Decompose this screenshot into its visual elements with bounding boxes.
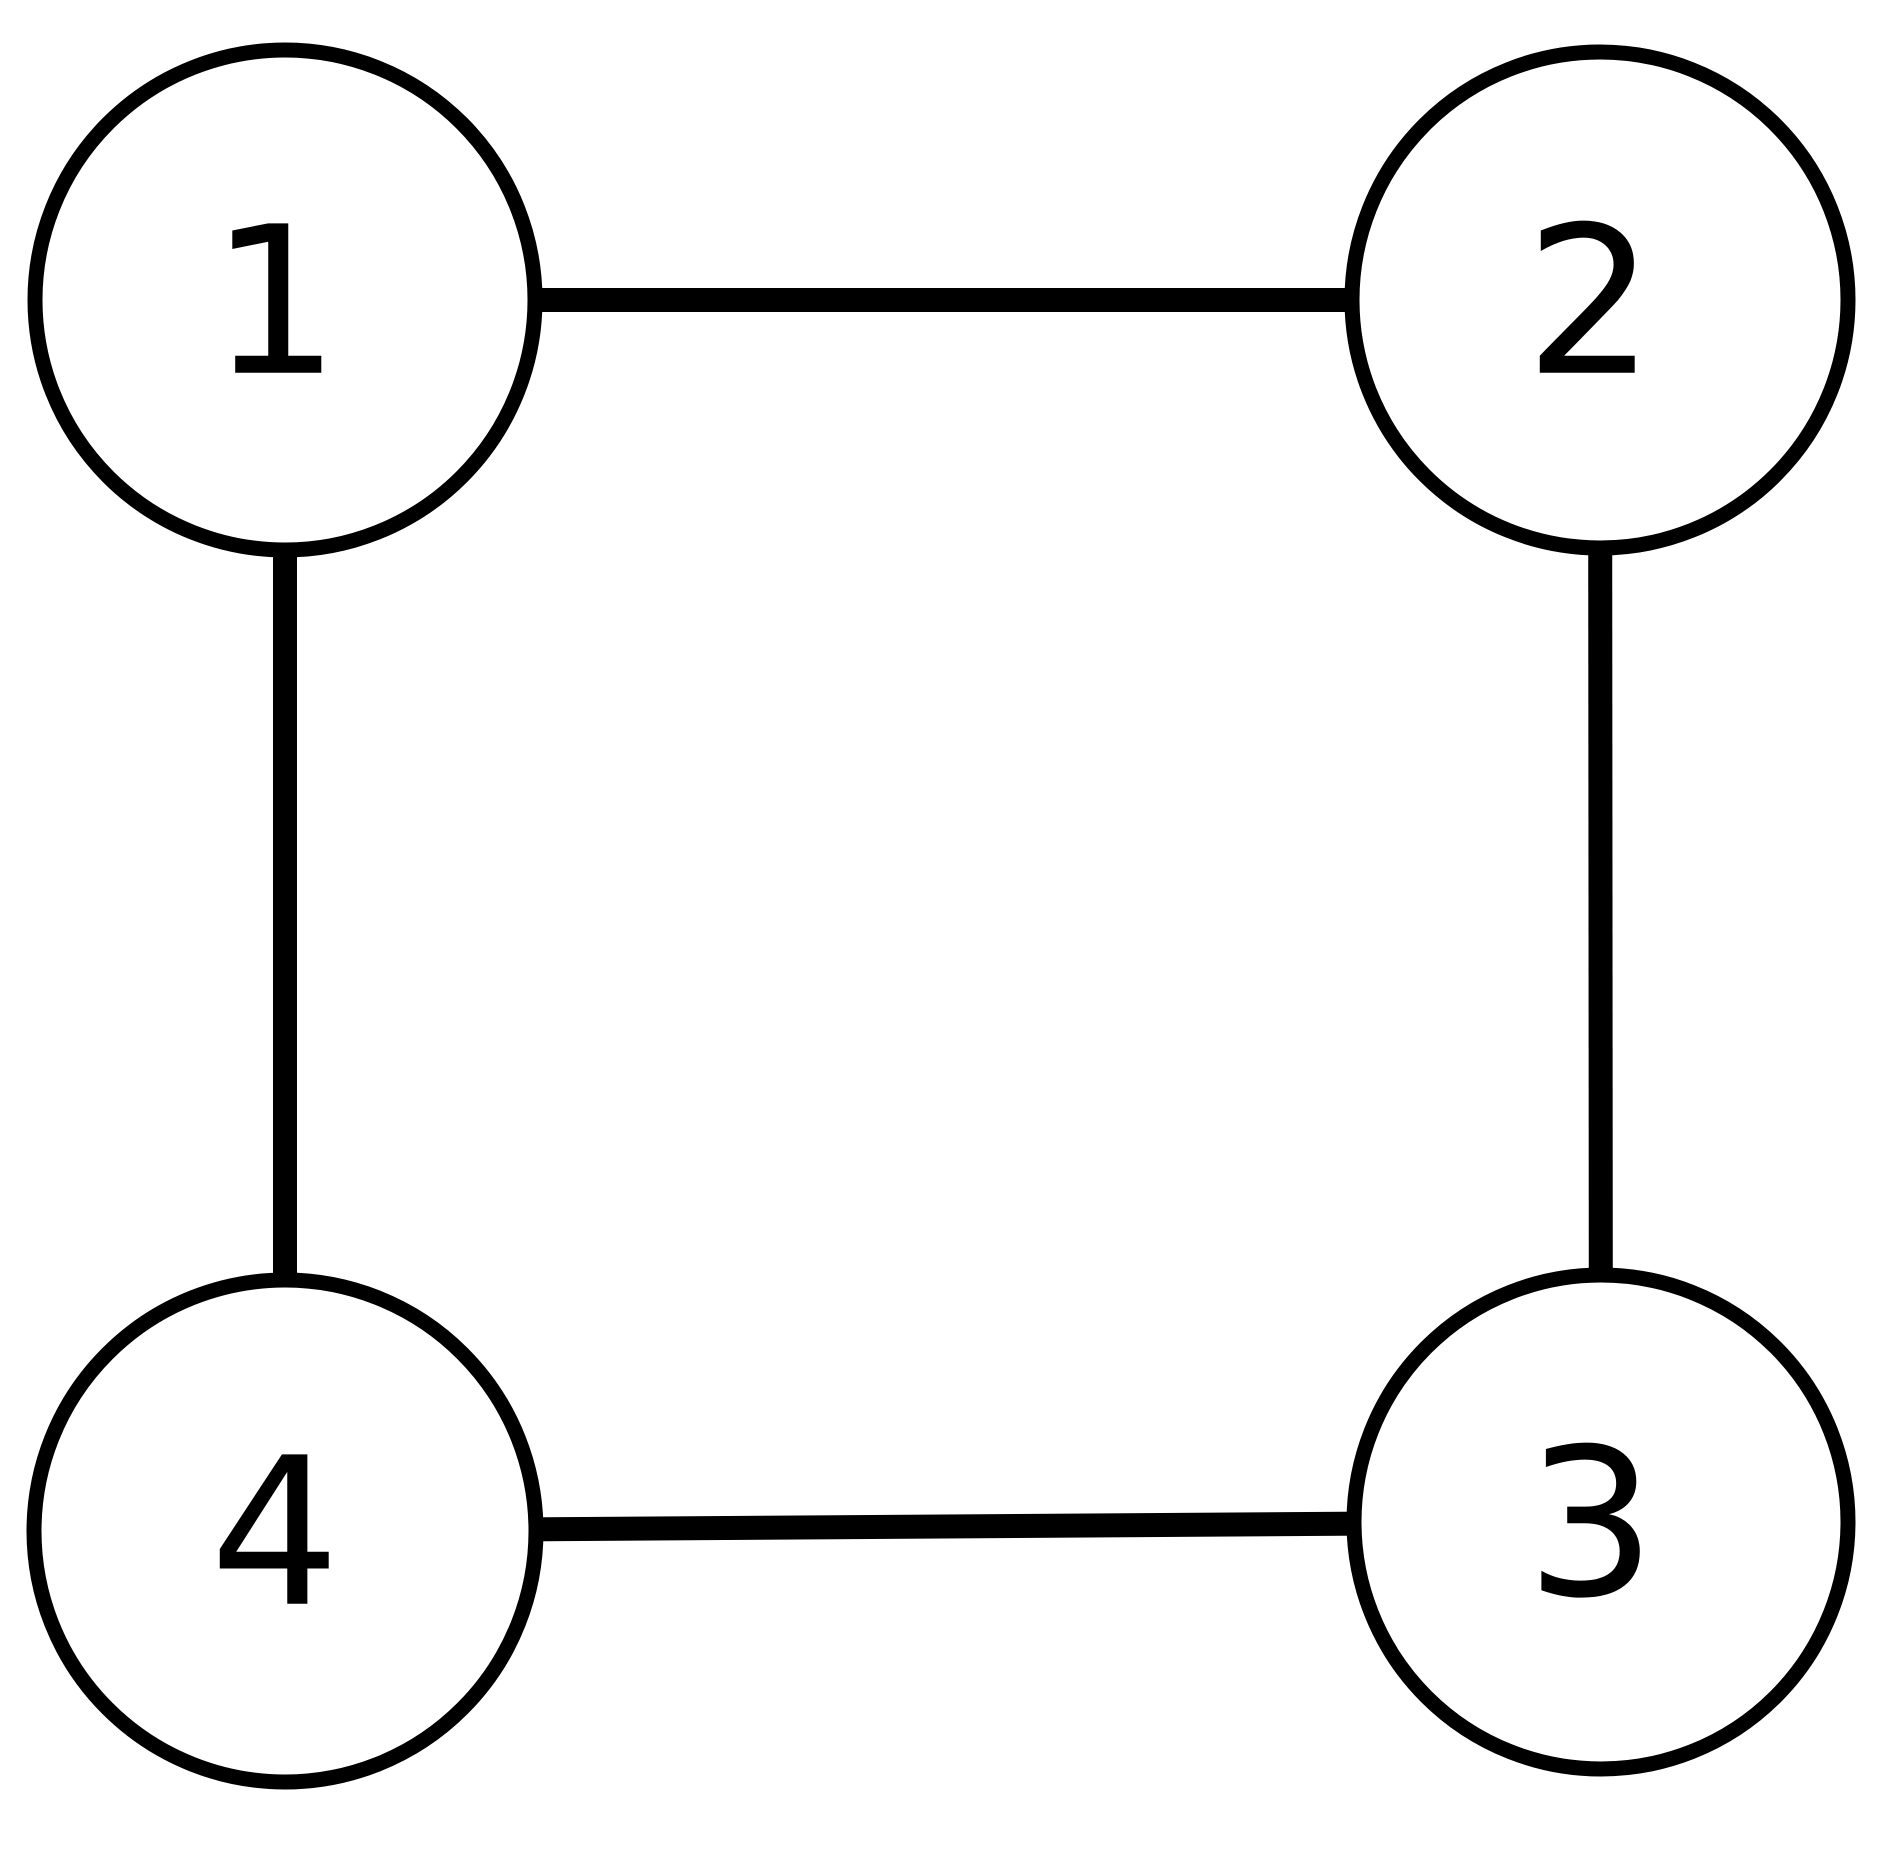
node-label-1: 1 (210, 184, 340, 422)
graph-node-2: 2 (1344, 44, 1856, 556)
node-label-4: 4 (210, 1415, 340, 1653)
graph-node-3: 3 (1346, 1267, 1856, 1777)
graph-node-4: 4 (26, 1272, 544, 1790)
node-circle-4 (26, 1272, 544, 1790)
node-label-3: 3 (1526, 1406, 1656, 1644)
node-circle-3 (1346, 1267, 1856, 1777)
node-circle-2 (1344, 44, 1856, 556)
node-circle-1 (27, 42, 543, 558)
node-label-2: 2 (1525, 184, 1655, 422)
graph-node-1: 1 (27, 42, 543, 558)
